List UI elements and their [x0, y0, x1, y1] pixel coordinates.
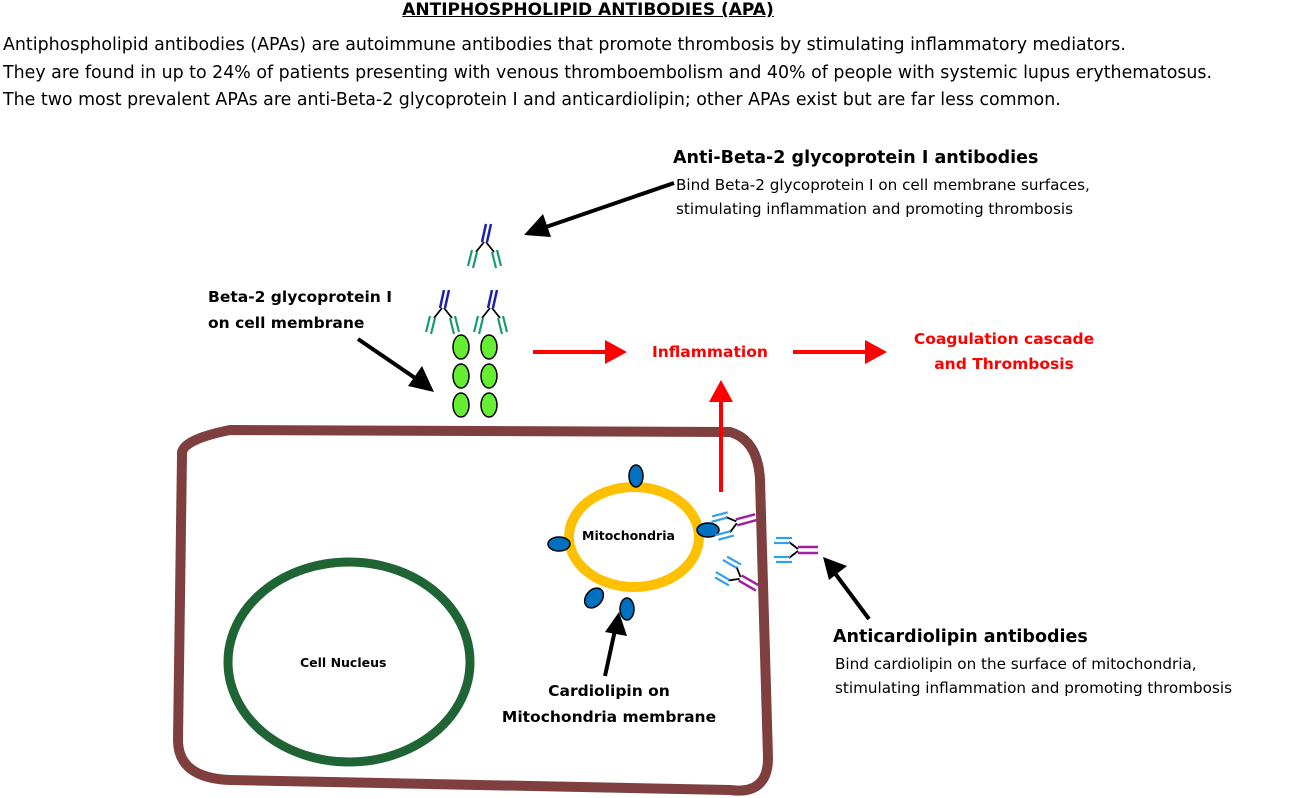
cardiolipin-label-line: Cardiolipin on — [548, 682, 670, 700]
inflammation-label: Inflammation — [652, 343, 768, 361]
intro-line: The two most prevalent APAs are anti-Bet… — [3, 90, 1061, 110]
anticardiolipin-desc-line: Bind cardiolipin on the surface of mitoc… — [835, 655, 1197, 673]
mitochondria-label: Mitochondria — [582, 528, 675, 543]
anti-beta2-heading: Anti-Beta-2 glycoprotein I antibodies — [673, 148, 1039, 168]
cardiolipin-label: Cardiolipin on Mitochondria membrane — [489, 678, 729, 730]
anticardiolipin-heading: Anticardiolipin antibodies — [833, 627, 1088, 647]
anticardiolipin-desc-line: stimulating inflammation and promoting t… — [835, 679, 1232, 697]
anti-beta2-desc: Bind Beta-2 glycoprotein I on cell membr… — [676, 173, 1090, 221]
red-arrow — [709, 380, 733, 492]
cardiolipin-label-line: Mitochondria membrane — [501, 708, 717, 726]
intro-text: Antiphospholipid antibodies (APAs) are a… — [3, 32, 1296, 115]
beta2-glycoprotein — [452, 334, 498, 418]
anti-beta2-antibody — [424, 222, 509, 336]
cell-nucleus — [223, 557, 475, 767]
pointer-arrow — [603, 612, 627, 677]
beta2-label-line: Beta-2 glycoprotein I — [208, 288, 392, 306]
pointer-arrow — [823, 557, 871, 621]
cardiolipin-group — [547, 464, 720, 621]
coagulation-label: Coagulation cascade and Thrombosis — [904, 327, 1104, 377]
intro-line: Antiphospholipid antibodies (APAs) are a… — [3, 35, 1126, 55]
nucleus-label: Cell Nucleus — [300, 655, 387, 670]
coagulation-line: Coagulation cascade — [913, 330, 1095, 348]
anti-beta2-desc-line: Bind Beta-2 glycoprotein I on cell membr… — [676, 176, 1090, 194]
pointer-arrow — [356, 337, 434, 392]
beta2-label-line: on cell membrane — [208, 314, 365, 332]
intro-line: They are found in up to 24% of patients … — [3, 62, 1213, 83]
coagulation-line: and Thrombosis — [934, 355, 1074, 373]
anticardiolipin-desc: Bind cardiolipin on the surface of mitoc… — [835, 652, 1232, 700]
page-title: ANTIPHOSPHOLIPID ANTIBODIES (APA) — [402, 0, 774, 20]
red-arrow — [533, 340, 627, 364]
beta2-label: Beta-2 glycoprotein I on cell membrane — [208, 284, 392, 336]
red-arrow — [793, 340, 887, 364]
pointer-arrow — [524, 181, 675, 237]
cell-membrane — [173, 425, 773, 796]
anti-beta2-desc-line: stimulating inflammation and promoting t… — [676, 200, 1073, 218]
